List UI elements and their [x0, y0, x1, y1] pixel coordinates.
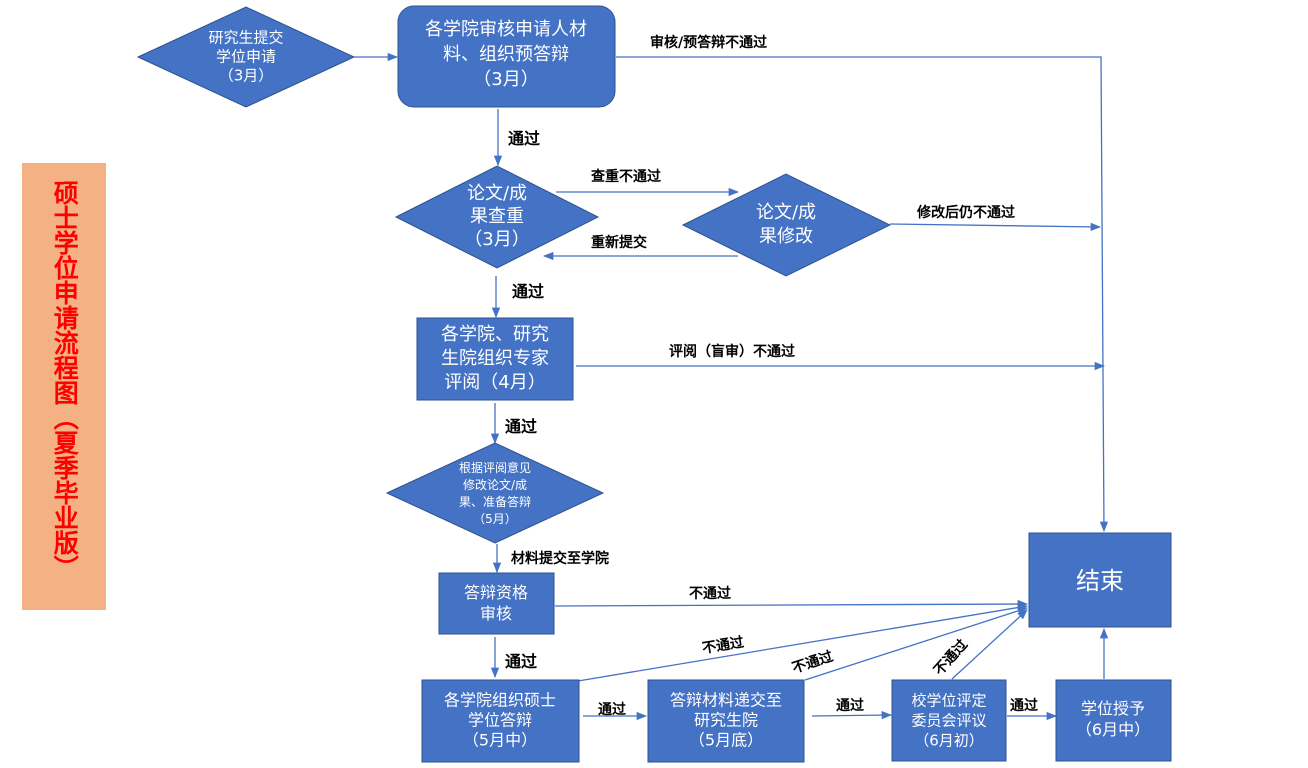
label-to-college: 材料提交至学院 — [511, 550, 609, 567]
rect-shape — [1028, 532, 1172, 628]
node-label-line: （6月初） — [914, 732, 984, 750]
label-eligibility-pass: 通过 — [505, 652, 537, 671]
node-label-line: 委员会评议 — [911, 712, 986, 730]
label-review-pass: 通过 — [508, 129, 540, 148]
rect-shape — [647, 679, 805, 763]
node-label-line: 研究生提交 — [208, 29, 283, 47]
node-label-line: 修改论文/成 — [463, 477, 527, 492]
edge-materials-pass — [811, 710, 893, 720]
title-banner — [22, 163, 106, 610]
node-label-line: 学位答辩 — [468, 711, 532, 730]
node-label-line: 研究生院 — [694, 711, 758, 730]
node-label-line: 料、组织预答辩 — [443, 44, 569, 65]
rect-shape — [421, 679, 580, 763]
diamond-shape — [681, 173, 892, 277]
node-label-line: （6月中） — [1076, 720, 1150, 739]
edge-review-fail — [616, 56, 1109, 533]
edges — [354, 52, 1109, 721]
edge-labels: 审核/预答辩不通过 通过 查重不通过 重新提交 修改后仍不通过 通过 评阅（盲审… — [505, 34, 1038, 718]
label-expert-fail: 评阅（盲审）不通过 — [669, 343, 795, 360]
label-defense-pass: 通过 — [598, 701, 626, 718]
node-label-line: 结束 — [1076, 567, 1124, 595]
node-label-line: 答辩材料递交至 — [670, 691, 782, 710]
node-label-line: 果修改 — [759, 226, 813, 247]
node-label-line: 各学院、研究 — [441, 324, 549, 345]
node-label-line: 论文/成 — [467, 183, 527, 204]
node-label-line: 学位申请 — [216, 48, 276, 66]
node-label-line: （3月） — [219, 67, 274, 85]
diamond-shape — [394, 165, 600, 269]
label-defense-fail: 不通过 — [701, 634, 745, 657]
diamond-shape — [136, 6, 356, 108]
node-label-line: 评阅（4月） — [444, 372, 545, 393]
diamond-shape — [385, 442, 605, 544]
node-label-line: 答辩资格 — [464, 583, 528, 602]
label-materials-pass: 通过 — [836, 697, 864, 714]
diagram-title: 硕士学位申请流程图（夏季毕业版） — [50, 180, 80, 580]
rounded-rect-shape — [397, 5, 616, 108]
node-label-line: 校学位评定 — [911, 692, 986, 710]
node-end: 结束 — [1028, 532, 1172, 628]
node-label-line: 根据评阅意见 — [459, 460, 531, 475]
node-label-line: 各学院审核申请人材 — [425, 19, 587, 40]
node-label-line: （5月中） — [463, 731, 537, 750]
node-label-line: （3月） — [464, 229, 529, 250]
edge-eligibility-fail — [554, 599, 1029, 609]
node-label-line: 论文/成 — [756, 202, 816, 223]
node-label-line: 生院组织专家 — [441, 348, 549, 369]
edge-defense-fail — [577, 603, 1029, 682]
node-label-line: 果查重 — [470, 206, 524, 227]
edge-revise-fail — [889, 222, 1102, 232]
label-revise-fail: 修改后仍不通过 — [916, 204, 1015, 221]
label-expert-pass: 通过 — [505, 417, 537, 436]
node-label-line: （5月） — [473, 512, 517, 526]
label-eligibility-fail: 不通过 — [689, 585, 731, 602]
label-check-fail: 查重不通过 — [591, 168, 661, 185]
label-review-fail: 审核/预答辩不通过 — [650, 34, 767, 51]
label-committee-fail: 不通过 — [930, 636, 971, 679]
rect-shape — [891, 679, 1007, 762]
label-check-pass: 通过 — [512, 282, 544, 301]
rect-shape — [438, 572, 555, 635]
rect-shape — [416, 317, 574, 401]
node-label-line: （5月底） — [689, 731, 763, 750]
edge-materials-fail — [804, 606, 1028, 681]
node-label-line: 果、准备答辩 — [459, 494, 531, 509]
node-grant: 学位授予 （6月中） — [1055, 679, 1172, 762]
rect-shape — [1055, 679, 1172, 762]
node-label-line: （3月） — [473, 69, 538, 90]
edge-committee-fail — [951, 609, 1028, 680]
label-resubmit: 重新提交 — [591, 234, 647, 251]
node-label-line: 学位授予 — [1081, 699, 1145, 718]
label-committee-pass: 通过 — [1010, 697, 1038, 714]
node-label-line: 审核 — [480, 604, 512, 623]
node-label-line: 各学院组织硕士 — [444, 691, 556, 710]
